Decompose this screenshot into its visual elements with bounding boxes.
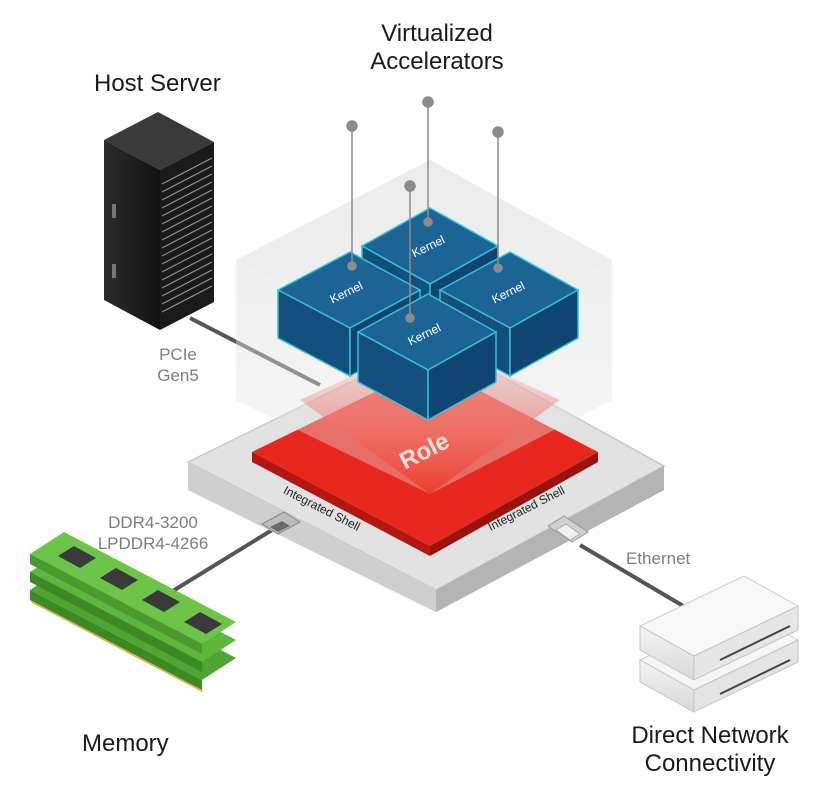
kernel-block-front (356, 293, 498, 422)
pcie-line-2: Gen5 (157, 366, 199, 385)
kernel-blocks (276, 207, 580, 422)
memory-module-icon (30, 532, 236, 693)
memory-type-ddr4: DDR4-3200 (108, 513, 198, 532)
virtualized-accelerators-label: Virtualized Accelerators (340, 20, 534, 76)
connector-icon (261, 511, 301, 535)
kernel-leader-lines (346, 96, 504, 323)
memory-type-lpddr4: LPDDR4-4266 (97, 534, 209, 553)
ethernet-label: Ethernet (626, 549, 691, 568)
virtualized-accelerators-line-1: Virtualized (381, 20, 493, 47)
network-switch-icon (638, 575, 800, 713)
direct-network-line-1: Direct Network (631, 722, 789, 749)
connector-icon (547, 515, 589, 543)
virtualized-accelerators-line-2: Accelerators (370, 48, 504, 75)
host-server-icon (104, 112, 214, 330)
direct-network-label: Direct Network Connectivity (612, 722, 808, 778)
memory-types-label: DDR4-3200 LPDDR4-4266 (82, 512, 224, 554)
host-server-label: Host Server (94, 70, 221, 97)
ethernet-cable (578, 543, 692, 612)
direct-network-line-2: Connectivity (644, 750, 776, 777)
memory-label: Memory (82, 730, 169, 757)
pcie-line-1: PCIe (159, 345, 197, 364)
pcie-label: PCIe Gen5 (138, 344, 218, 386)
